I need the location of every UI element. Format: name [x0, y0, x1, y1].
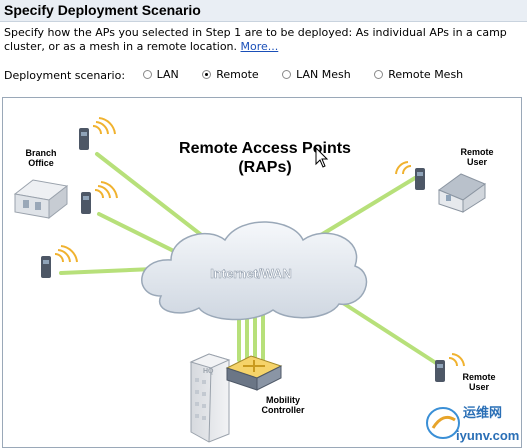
description: Specify how the APs you selected in Step…	[4, 26, 527, 54]
access-point-icon-top	[79, 117, 116, 150]
diagram-title-line-1: Remote Access Points	[179, 140, 351, 157]
mobility-controller-label-line-2: Controller	[261, 405, 304, 415]
deployment-diagram: Internet/WAN Remote Access Points (RAPs)…	[2, 97, 522, 448]
link-remote-user-bottom	[341, 301, 438, 365]
remote-house-icon-top	[437, 173, 487, 213]
page-title: Specify Deployment Scenario	[4, 2, 201, 18]
deployment-scenario-group: Deployment scenario: LAN Remote LAN Mesh…	[4, 68, 483, 82]
cloud-label: Internet/WAN	[210, 266, 292, 281]
radio-remote[interactable]: Remote	[202, 68, 259, 81]
radio-lan-mesh-label[interactable]: LAN Mesh	[296, 68, 351, 81]
access-point-icon-left	[41, 245, 78, 278]
branch-office-label-line-2: Office	[28, 158, 54, 168]
radio-remote-mesh-button[interactable]	[374, 70, 384, 79]
radio-lan[interactable]: LAN	[142, 68, 179, 81]
branch-office-building-icon	[13, 179, 69, 220]
watermark-logo: 运维网 iyunv.com	[426, 405, 519, 443]
access-point-icon-branch	[81, 181, 118, 214]
remote-user-top-label-line-1: Remote	[460, 147, 493, 157]
description-line-2-text: cluster, or as a mesh in a remote locati…	[4, 40, 238, 53]
watermark-text-en: iyunv.com	[456, 428, 519, 443]
deployment-scenario-label: Deployment scenario:	[4, 69, 126, 82]
description-line-1: Specify how the APs you selected in Step…	[4, 26, 507, 39]
link-remote-user-top	[309, 176, 417, 243]
hq-building-icon: HQ	[189, 353, 231, 443]
hq-label: HQ	[203, 368, 214, 375]
radio-lan-mesh[interactable]: LAN Mesh	[282, 68, 351, 81]
more-link[interactable]: More...	[240, 40, 279, 53]
remote-user-bottom-label-line-2: User	[469, 382, 490, 392]
page-header: Specify Deployment Scenario	[0, 0, 527, 22]
radio-lan-label[interactable]: LAN	[156, 68, 179, 81]
radio-lan-button[interactable]	[142, 70, 152, 79]
radio-remote-label[interactable]: Remote	[216, 68, 259, 81]
access-point-icon-remote-top	[395, 161, 425, 190]
remote-user-top-label-line-2: User	[467, 157, 488, 167]
mobility-controller-icon	[225, 355, 283, 391]
branch-office-label-line-1: Branch	[25, 148, 56, 158]
access-point-icon-remote-bottom	[435, 353, 465, 382]
radio-lan-mesh-button[interactable]	[282, 70, 292, 79]
diagram-title-line-2: (RAPs)	[238, 159, 291, 176]
mobility-controller-label-line-1: Mobility	[266, 395, 300, 405]
radio-remote-button[interactable]	[202, 70, 212, 79]
radio-remote-mesh-label[interactable]: Remote Mesh	[388, 68, 464, 81]
watermark-text-cn: 运维网	[463, 405, 502, 420]
remote-user-bottom-label-line-1: Remote	[462, 372, 495, 382]
radio-remote-mesh[interactable]: Remote Mesh	[374, 68, 463, 81]
mouse-cursor-icon	[315, 146, 329, 168]
internet-cloud: Internet/WAN	[141, 221, 368, 321]
diagram-svg: Internet/WAN Remote Access Points (RAPs)…	[13, 117, 519, 443]
description-line-2: cluster, or as a mesh in a remote locati…	[4, 40, 527, 54]
